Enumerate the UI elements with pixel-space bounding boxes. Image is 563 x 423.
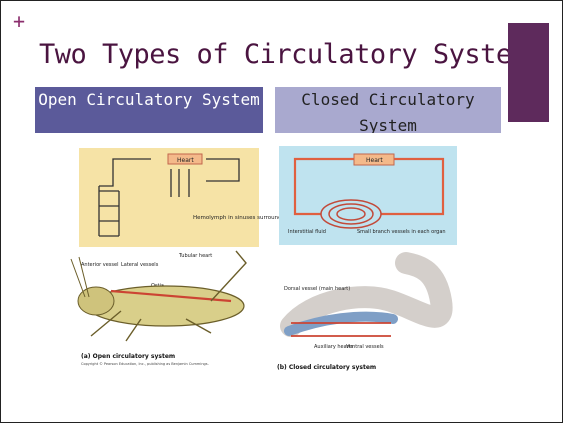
- small-branch-label: Small branch vessels in each organ: [357, 229, 446, 235]
- grasshopper-illustration: Anterior vessel Lateral vessels Ostia Tu…: [71, 251, 246, 341]
- open-heart-label: Heart: [177, 157, 194, 164]
- svg-text:Tubular heart: Tubular heart: [178, 253, 212, 259]
- svg-text:Anterior vessel: Anterior vessel: [81, 262, 119, 268]
- interstitial-label: Interstitial fluid: [288, 229, 326, 235]
- svg-text:Ventral vessels: Ventral vessels: [346, 344, 384, 350]
- svg-text:Dorsal vessel (main heart): Dorsal vessel (main heart): [284, 286, 350, 292]
- earthworm-illustration: Dorsal vessel (main heart) Auxiliary hea…: [284, 263, 442, 350]
- svg-text:Lateral vessels: Lateral vessels: [121, 262, 159, 268]
- open-caption: (a) Open circulatory system: [81, 353, 175, 360]
- closed-caption: (b) Closed circulatory system: [277, 364, 376, 371]
- closed-heart-label: Heart: [366, 157, 383, 164]
- open-copyright: Copyright © Pearson Education, Inc., pub…: [81, 362, 209, 366]
